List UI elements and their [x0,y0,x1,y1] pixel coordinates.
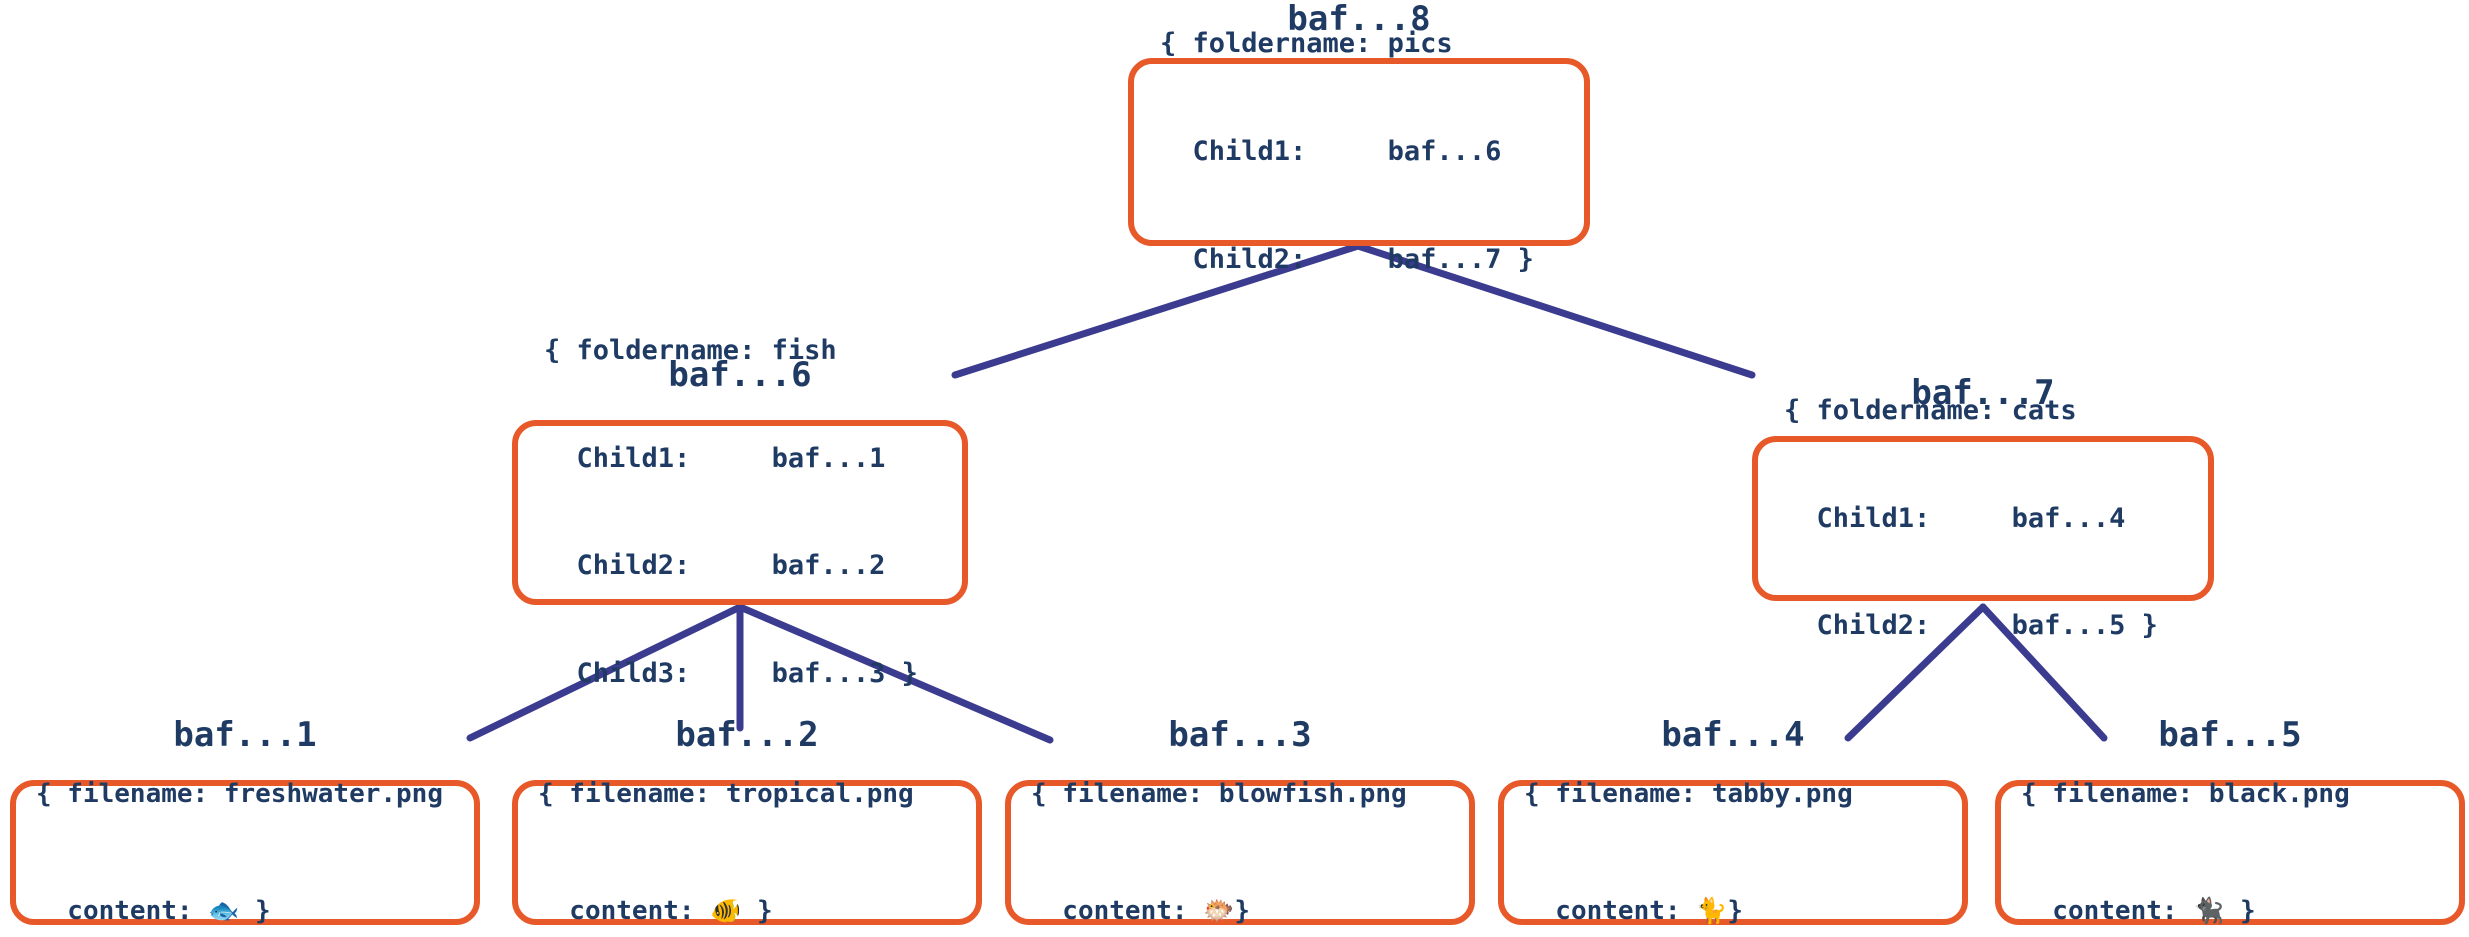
node-file-black[interactable]: baf...5 { filename: black.png content: 🐈… [1995,715,2465,926]
node-content: { foldername: cats Child1: baf...4 Child… [1758,321,2208,716]
content-prefix: content: [1524,895,1697,926]
node-cid-label: baf...4 [1661,715,1805,755]
node-line: Child3: baf...3 } [544,658,918,690]
content-suffix: } [1727,895,1743,926]
content-prefix: content: [1031,895,1204,926]
node-line-content: content: 🐈‍⬛ } [2021,892,2459,931]
node-line-filename: { filename: blowfish.png [1031,778,1407,809]
node-box[interactable]: { foldername: pics Child1: baf...6 Child… [1128,28,1590,275]
node-line-filename: { filename: black.png [2021,778,2350,809]
node-cid-label: baf...5 [2158,715,2302,755]
node-content: { foldername: pics Child1: baf...6 Child… [1134,0,1584,349]
node-cid-label: baf...7 [1911,373,2055,413]
content-suffix: } [741,895,773,926]
node-line-filename: { filename: freshwater.png [36,778,443,809]
node-box[interactable]: { foldername: cats Child1: baf...4 Child… [1752,395,2214,641]
content-suffix: } [1234,895,1250,926]
content-prefix: content: [36,895,209,926]
node-box[interactable]: { filename: tropical.png content: 🐠 } [512,779,982,926]
node-line: Child2: baf...5 } [1784,610,2158,642]
node-box[interactable]: { filename: freshwater.png content: 🐟 } [10,779,480,926]
node-content: { filename: blowfish.png content: 🐡} [1011,697,1469,937]
node-line: Child1: baf...6 [1160,136,1502,168]
content-prefix: content: [538,895,711,926]
node-file-tropical[interactable]: baf...2 { filename: tropical.png content… [512,715,982,926]
node-line: { foldername: fish [544,334,837,366]
node-line-content: content: 🐈} [1524,892,1962,931]
node-file-freshwater[interactable]: baf...1 { filename: freshwater.png conte… [10,715,480,926]
tropical-fish-emoji: 🐠 [710,895,742,925]
blowfish-emoji: 🐡 [1203,895,1235,925]
node-folder-cats[interactable]: baf...7 { foldername: cats Child1: baf..… [1752,358,2214,641]
content-suffix: } [239,895,271,926]
node-line: Child1: baf...4 [1784,502,2126,534]
node-line-content: content: 🐠 } [538,892,976,931]
node-box[interactable]: { filename: tabby.png content: 🐈} [1498,779,1968,926]
node-cid-label: baf...2 [675,715,819,755]
content-suffix: } [2224,895,2256,926]
cat-emoji: 🐈 [1696,895,1728,925]
node-cid-label: baf...8 [1287,0,1431,39]
node-line-filename: { filename: tropical.png [538,778,914,809]
node-line-content: content: 🐡} [1031,892,1469,931]
node-folder-fish[interactable]: baf...6 { foldername: fish Child1: baf..… [512,335,968,689]
node-cid-label: baf...1 [173,715,317,755]
node-file-blowfish[interactable]: baf...3 { filename: blowfish.png content… [1005,715,1475,926]
node-content: { filename: tabby.png content: 🐈} [1504,697,1962,937]
node-cid-label: baf...3 [1168,715,1312,755]
node-line: { foldername: pics [1160,28,1453,60]
node-box[interactable]: { filename: black.png content: 🐈‍⬛ } [1995,779,2465,926]
node-line: Child2: baf...7 } [1160,243,1534,275]
black-cat-emoji: 🐈‍⬛ [2193,895,2225,925]
node-file-tabby[interactable]: baf...4 { filename: tabby.png content: 🐈… [1498,715,1968,926]
node-box[interactable]: { filename: blowfish.png content: 🐡} [1005,779,1475,926]
node-cid-label: baf...6 [668,355,812,395]
fish-emoji: 🐟 [208,895,240,925]
node-line: Child2: baf...2 [544,550,886,582]
node-root-pics[interactable]: baf...8 { foldername: pics Child1: baf..… [1128,0,1590,275]
node-content: { filename: tropical.png content: 🐠 } [518,697,976,937]
node-content: { filename: freshwater.png content: 🐟 } [16,697,474,937]
node-line-content: content: 🐟 } [36,892,474,931]
content-prefix: content: [2021,895,2194,926]
node-box[interactable]: { foldername: fish Child1: baf...1 Child… [512,335,968,689]
node-line-filename: { filename: tabby.png [1524,778,1853,809]
node-line: Child1: baf...1 [544,442,886,474]
node-content: { foldername: fish Child1: baf...1 Child… [518,261,962,764]
node-content: { filename: black.png content: 🐈‍⬛ } [2001,697,2459,937]
node-line: { foldername: cats [1784,394,2077,426]
